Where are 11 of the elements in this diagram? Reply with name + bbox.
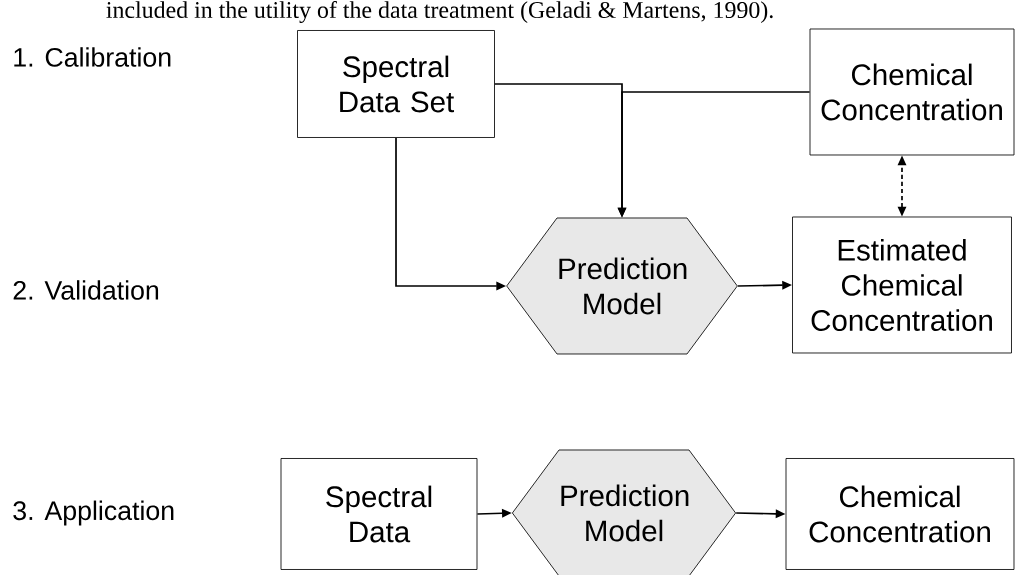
process-box: Spectral Data Set <box>297 30 495 138</box>
stage-label: 3. Application <box>13 500 174 526</box>
process-box: Estimated Chemical Concentration <box>792 216 1012 354</box>
process-box: Chemical Concentration <box>809 28 1015 156</box>
hexagon-process: Prediction Model <box>506 217 738 355</box>
stage-label: 1. Calibration <box>14 47 171 67</box>
caption-text: included in the utility of the data treatment (Geladi & Martens, 1990). <box>106 1 773 23</box>
process-box: Chemical Concentration <box>785 458 1015 570</box>
stage-label: 2. Validation <box>13 280 159 300</box>
process-box: Spectral Data <box>280 458 478 570</box>
hexagon-process: Prediction Model <box>511 449 737 575</box>
